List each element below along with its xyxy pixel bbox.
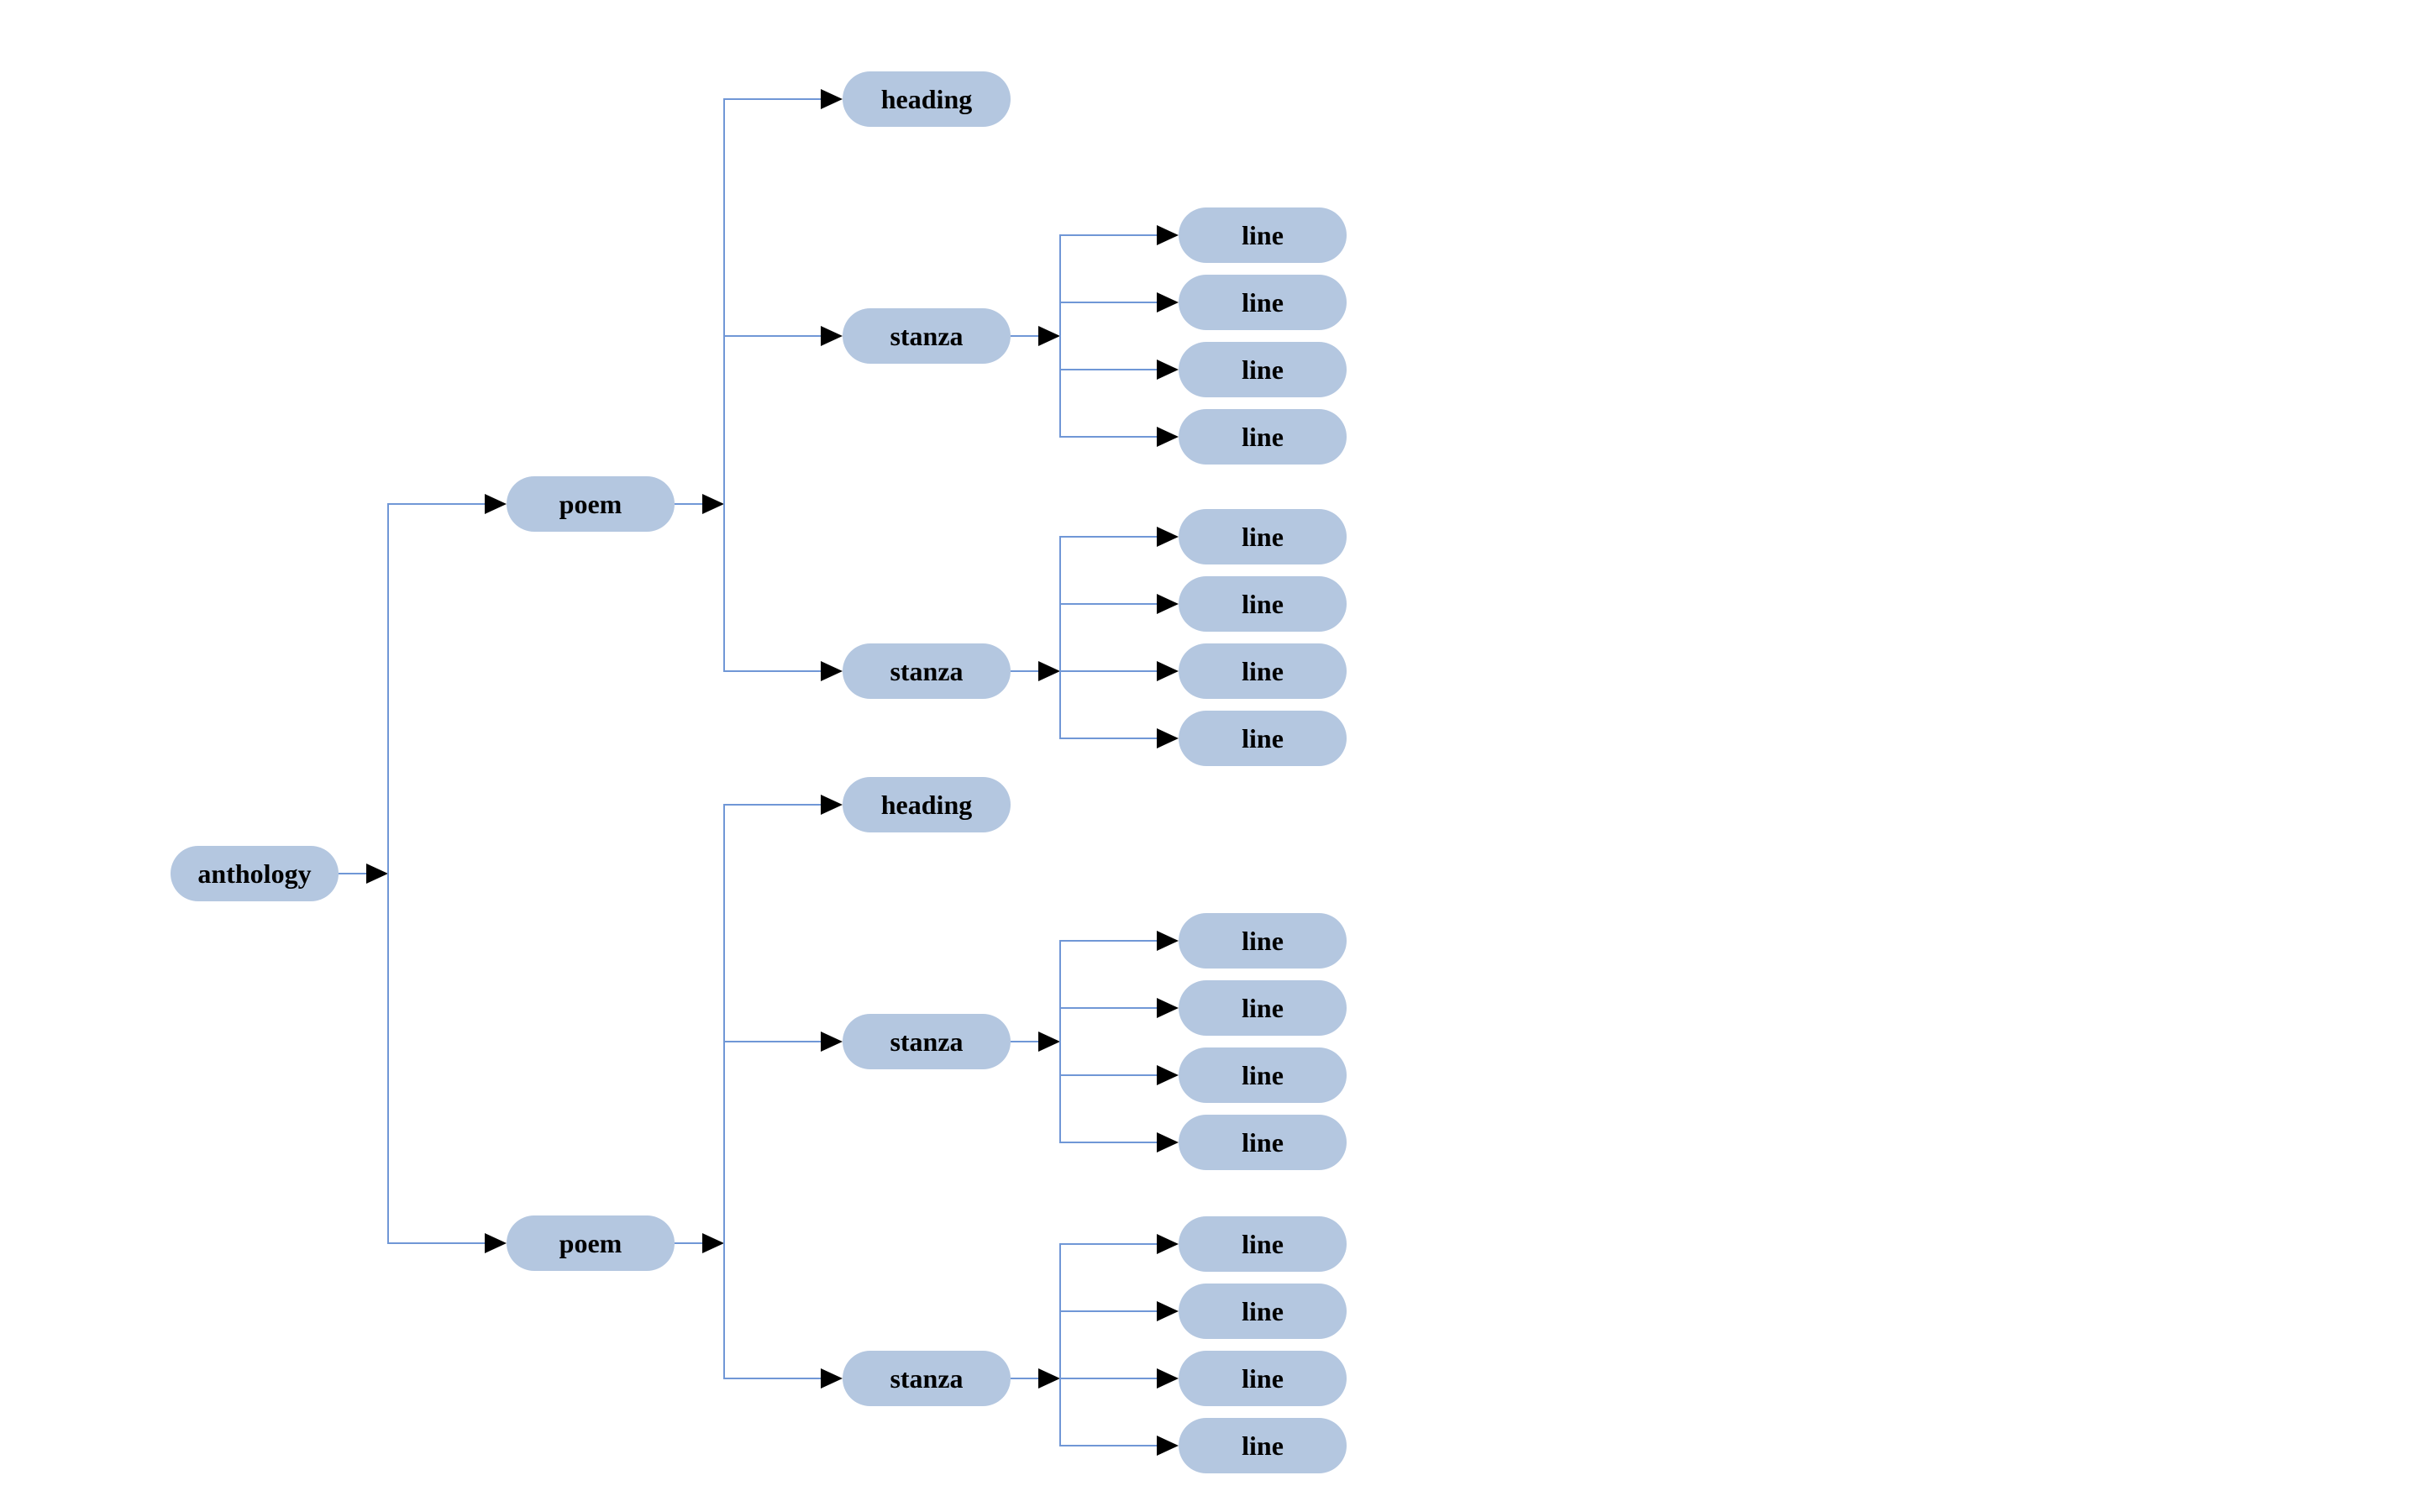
edge-line	[1011, 669, 1042, 673]
node-stanza-1: stanza	[843, 308, 1011, 364]
arrowhead-icon	[1157, 1436, 1179, 1456]
edge-trunk-line	[386, 502, 390, 1245]
arrowhead-icon	[821, 795, 843, 815]
edge-line	[675, 1242, 706, 1245]
node-stanza-4: stanza	[843, 1351, 1011, 1406]
node-stanza-2: stanza	[843, 643, 1011, 699]
node-line: line	[1179, 1284, 1347, 1339]
edge-trunk-line	[1058, 535, 1062, 740]
arrowhead-icon	[821, 89, 843, 109]
arrowhead-icon	[1038, 661, 1060, 681]
arrowhead-icon	[1038, 1032, 1060, 1052]
edge-line	[1060, 1074, 1160, 1077]
node-poem-2: poem	[507, 1215, 675, 1271]
edge-line	[724, 669, 824, 673]
node-line: line	[1179, 980, 1347, 1036]
arrowhead-icon	[485, 1233, 507, 1253]
node-heading-2: heading	[843, 777, 1011, 832]
edge-line	[724, 1377, 824, 1380]
edge-line	[1060, 602, 1160, 606]
arrowhead-icon	[1157, 1234, 1179, 1254]
arrowhead-icon	[702, 494, 724, 514]
arrowhead-icon	[1038, 326, 1060, 346]
edge-line	[339, 872, 370, 875]
edge-trunk-line	[722, 97, 726, 673]
edge-line	[1060, 737, 1160, 740]
arrowhead-icon	[821, 326, 843, 346]
arrowhead-icon	[702, 1233, 724, 1253]
edge-line	[1060, 1377, 1160, 1380]
arrowhead-icon	[1157, 1368, 1179, 1389]
node-line: line	[1179, 342, 1347, 397]
arrowhead-icon	[1157, 427, 1179, 447]
edge-line	[724, 803, 824, 806]
edge-line	[724, 97, 824, 101]
node-line: line	[1179, 711, 1347, 766]
arrowhead-icon	[1157, 931, 1179, 951]
edge-trunk-line	[722, 803, 726, 1380]
node-line: line	[1179, 643, 1347, 699]
arrowhead-icon	[1157, 292, 1179, 312]
edge-line	[724, 334, 824, 338]
arrowhead-icon	[821, 1368, 843, 1389]
edge-line	[1060, 669, 1160, 673]
edge-line	[1060, 1141, 1160, 1144]
arrowhead-icon	[1157, 594, 1179, 614]
arrowhead-icon	[1157, 1132, 1179, 1152]
edge-line	[1060, 1242, 1160, 1246]
arrowhead-icon	[1157, 527, 1179, 547]
edge-trunk-line	[1058, 939, 1062, 1144]
edge-line	[388, 1242, 488, 1245]
edge-line	[1060, 1444, 1160, 1447]
arrowhead-icon	[1157, 1065, 1179, 1085]
arrowhead-icon	[1157, 360, 1179, 380]
arrowhead-icon	[1157, 661, 1179, 681]
node-line: line	[1179, 1351, 1347, 1406]
edge-line	[675, 502, 706, 506]
node-line: line	[1179, 1047, 1347, 1103]
edge-line	[1060, 234, 1160, 237]
edge-line	[1011, 334, 1042, 338]
edge-line	[1060, 939, 1160, 942]
node-line: line	[1179, 1216, 1347, 1272]
node-line: line	[1179, 275, 1347, 330]
arrowhead-icon	[821, 661, 843, 681]
arrowhead-icon	[1157, 998, 1179, 1018]
edge-line	[1011, 1040, 1042, 1043]
node-line: line	[1179, 207, 1347, 263]
arrowhead-icon	[1157, 728, 1179, 748]
edge-line	[1060, 435, 1160, 438]
edge-trunk-line	[1058, 234, 1062, 438]
arrowhead-icon	[1038, 1368, 1060, 1389]
edge-line	[1060, 301, 1160, 304]
arrowhead-icon	[485, 494, 507, 514]
arrowhead-icon	[1157, 225, 1179, 245]
edge-line	[1060, 368, 1160, 371]
node-stanza-3: stanza	[843, 1014, 1011, 1069]
arrowhead-icon	[821, 1032, 843, 1052]
arrowhead-icon	[366, 864, 388, 884]
node-line: line	[1179, 509, 1347, 564]
node-anthology: anthology	[171, 846, 339, 901]
edge-line	[1060, 1006, 1160, 1010]
node-heading-1: heading	[843, 71, 1011, 127]
edge-line	[1011, 1377, 1042, 1380]
edge-line	[1060, 535, 1160, 538]
node-line: line	[1179, 576, 1347, 632]
edge-line	[1060, 1310, 1160, 1313]
node-line: line	[1179, 1418, 1347, 1473]
node-line: line	[1179, 409, 1347, 465]
node-line: line	[1179, 913, 1347, 969]
edge-line	[388, 502, 488, 506]
arrowhead-icon	[1157, 1301, 1179, 1321]
node-poem-1: poem	[507, 476, 675, 532]
node-line: line	[1179, 1115, 1347, 1170]
edge-trunk-line	[1058, 1242, 1062, 1447]
edge-line	[724, 1040, 824, 1043]
